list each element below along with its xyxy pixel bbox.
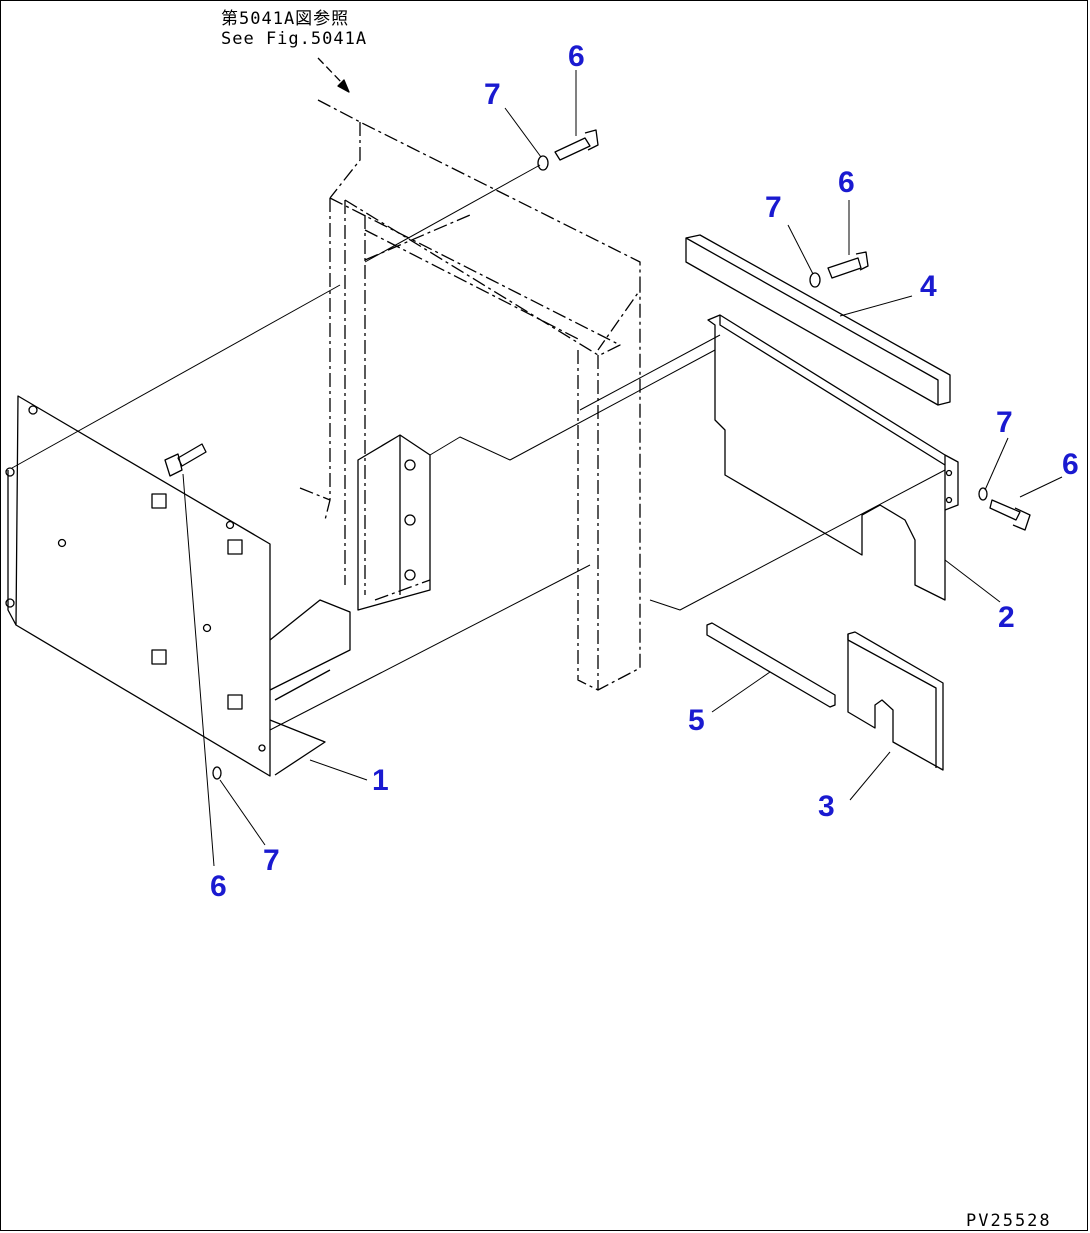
assembly-lines: [11, 164, 946, 731]
callout-7-top: 7: [484, 78, 501, 111]
callout-leaders: [182, 70, 1063, 867]
washer-7-top: [537, 155, 549, 171]
bolt-6-top: [554, 129, 599, 161]
callout-6-right-upper: 6: [838, 166, 855, 199]
callout-3: 3: [818, 790, 835, 823]
bolt-6-bottom: [164, 443, 207, 477]
callout-6-bottom: 6: [210, 870, 227, 903]
callout-7-right-upper: 7: [765, 191, 782, 224]
frame-phantom: [299, 99, 641, 691]
part-5-strip: [706, 622, 836, 708]
part-1-plate: [5, 395, 431, 777]
reference-note-english: See Fig.5041A: [221, 29, 368, 49]
part-2-cover: [707, 314, 959, 601]
drawing-code: PV25528: [966, 1211, 1052, 1231]
callout-7-bottom: 7: [263, 844, 280, 877]
washer-7-right-upper: [809, 272, 821, 288]
bolt-6-right-lower: [989, 499, 1031, 531]
washer-7-right-lower: [978, 487, 988, 501]
callout-6-right-lower: 6: [1062, 448, 1079, 481]
callout-5: 5: [688, 704, 705, 737]
callout-2: 2: [998, 601, 1015, 634]
reference-note-japanese: 第5041A図参照: [221, 9, 350, 29]
reference-arrow: [317, 57, 350, 93]
callout-1: 1: [372, 764, 389, 797]
bolt-6-right-upper: [827, 251, 869, 279]
callout-7-right-lower: 7: [996, 406, 1013, 439]
washer-7-bottom: [212, 766, 222, 780]
callout-6-top: 6: [568, 40, 585, 73]
part-3-block: [847, 631, 944, 771]
callout-4: 4: [920, 270, 937, 303]
part-4-bar: [685, 234, 951, 406]
